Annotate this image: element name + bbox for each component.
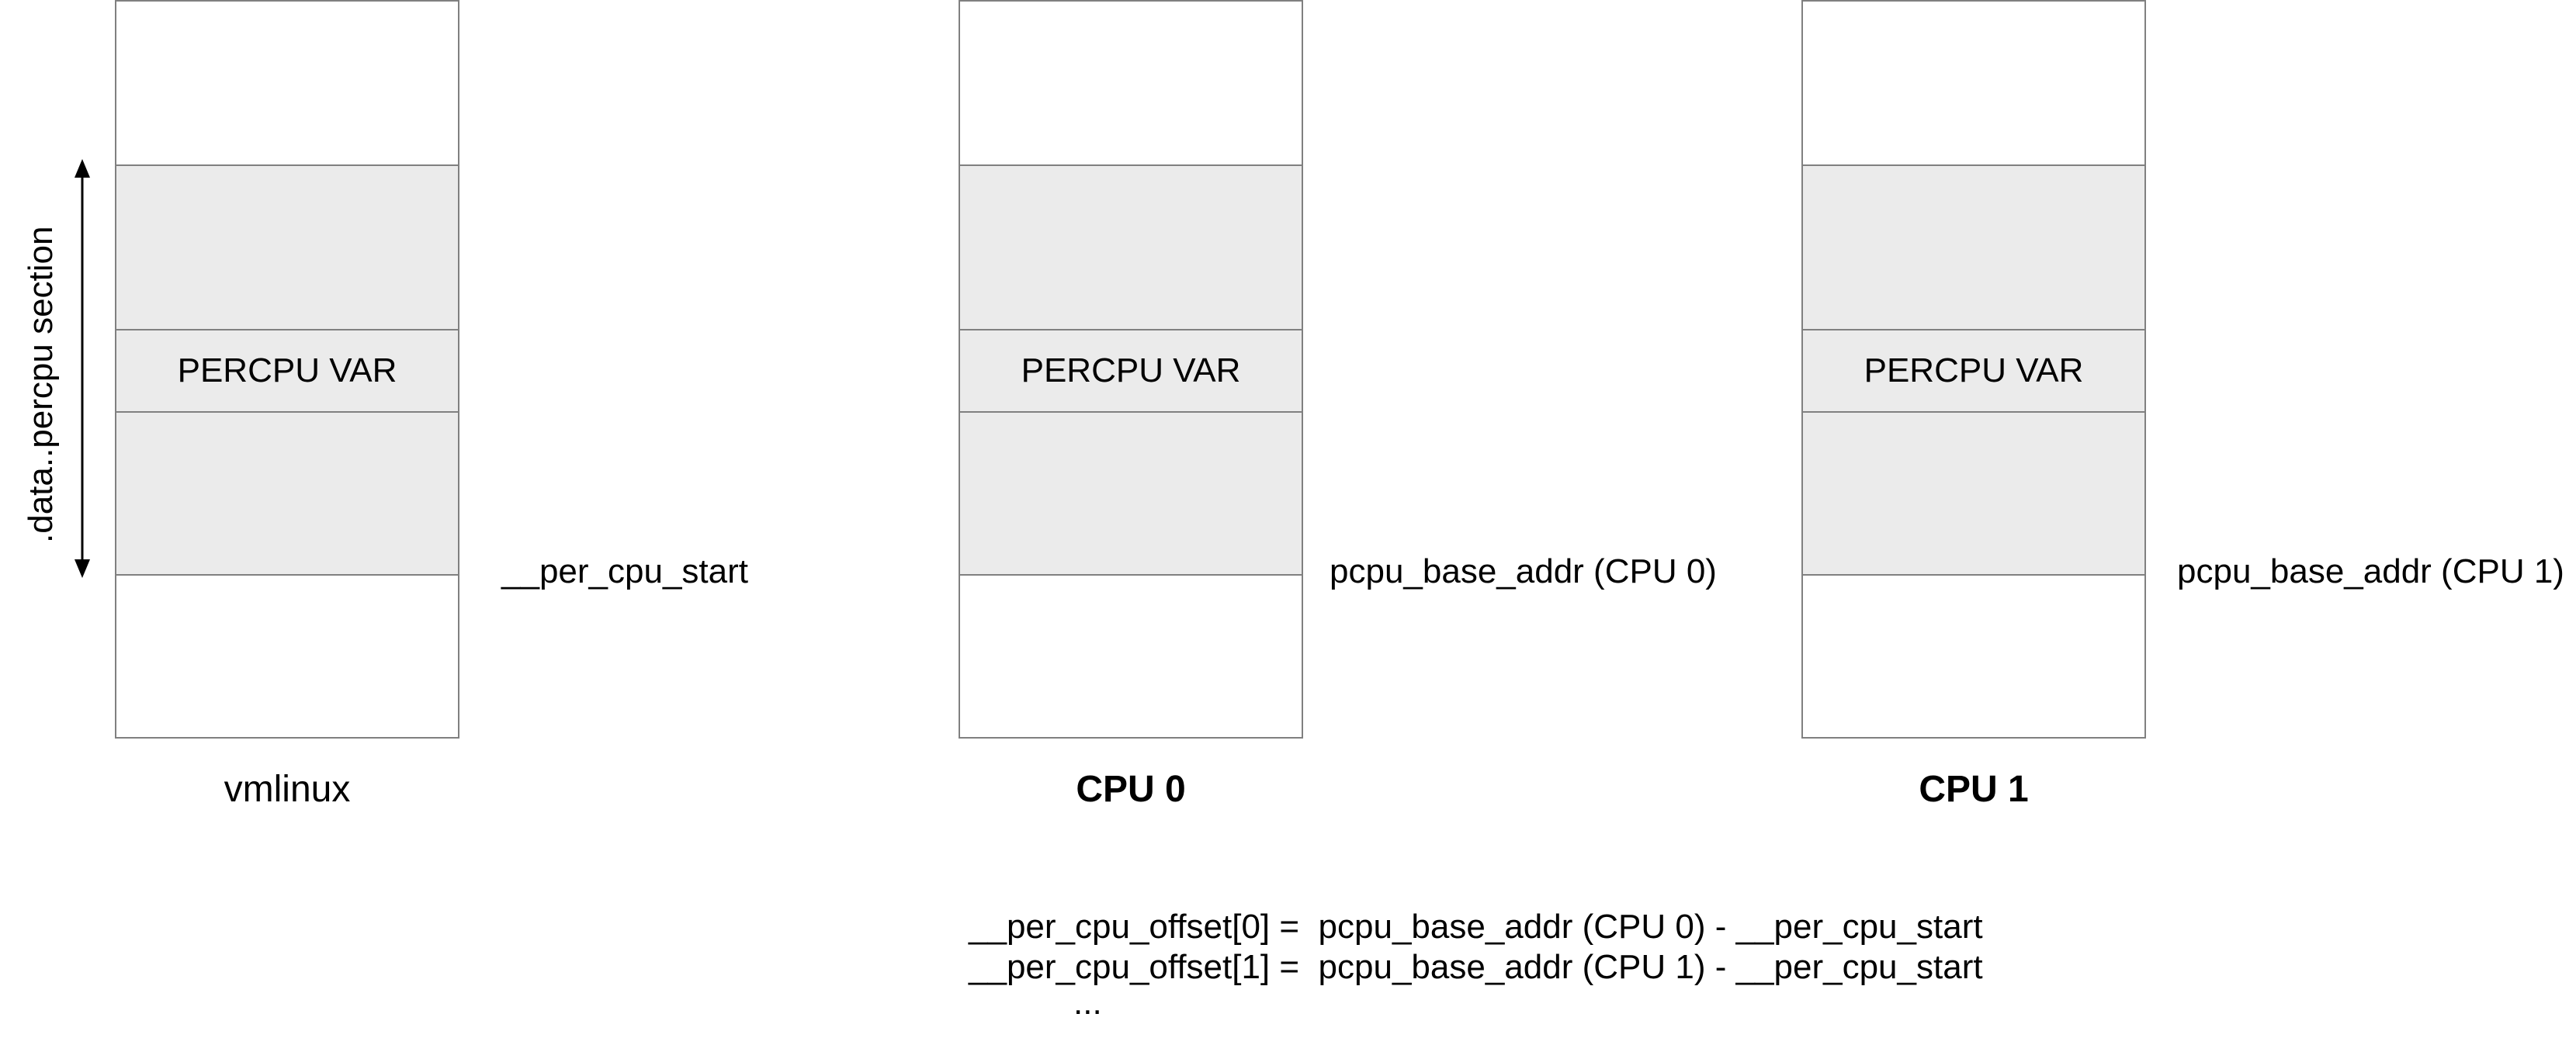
offset-formula-1: __per_cpu_offset[1] = pcpu_base_addr (CP… [969, 948, 1983, 986]
section-arrow [75, 159, 90, 578]
column-title-cpu1: CPU 1 [1919, 769, 2029, 810]
memory-column-vmlinux: PERCPU VAR [115, 0, 459, 739]
memory-column-cpu1: PERCPU VAR [1801, 0, 2146, 739]
percpu-var-block: PERCPU VAR [1803, 329, 2144, 411]
column-title-vmlinux: vmlinux [224, 769, 351, 810]
section-label: .data..percpu section [22, 226, 60, 543]
column-title-cpu0: CPU 0 [1076, 769, 1186, 810]
per-cpu-start-label: __per_cpu_start [501, 552, 748, 590]
segment-bottom [1803, 574, 2144, 576]
segment-percpu-upper [116, 164, 458, 329]
formula-ellipsis: ... [1073, 984, 1102, 1022]
segment-percpu-lower [116, 411, 458, 574]
segment-bottom [960, 574, 1302, 576]
offset-formula-0: __per_cpu_offset[0] = pcpu_base_addr (CP… [969, 908, 1983, 946]
percpu-var-block: PERCPU VAR [116, 329, 458, 411]
percpu-var-label: PERCPU VAR [1864, 351, 2084, 389]
percpu-var-label: PERCPU VAR [177, 351, 397, 389]
segment-percpu-upper [960, 164, 1302, 329]
segment-percpu-upper [1803, 164, 2144, 329]
segment-percpu-lower [1803, 411, 2144, 574]
pcpu-base-addr-cpu1-label: pcpu_base_addr (CPU 1) [2177, 552, 2564, 590]
memory-column-cpu0: PERCPU VAR [959, 0, 1303, 739]
pcpu-base-addr-cpu0-label: pcpu_base_addr (CPU 0) [1330, 552, 1717, 590]
segment-bottom [116, 574, 458, 576]
percpu-var-block: PERCPU VAR [960, 329, 1302, 411]
segment-percpu-lower [960, 411, 1302, 574]
percpu-var-label: PERCPU VAR [1021, 351, 1241, 389]
